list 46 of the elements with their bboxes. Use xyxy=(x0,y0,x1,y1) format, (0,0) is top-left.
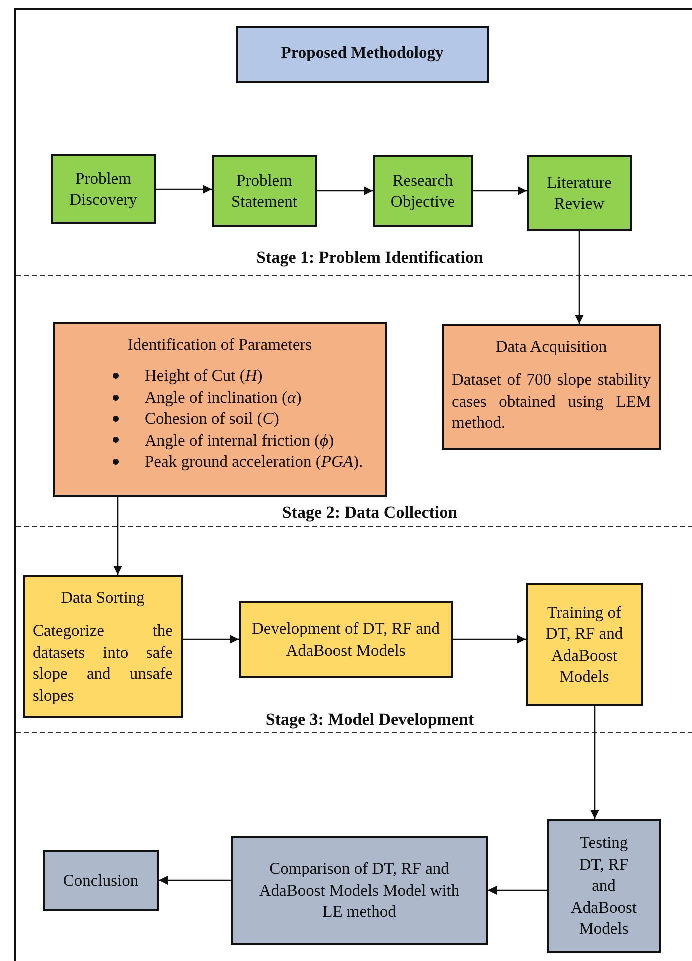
box-description: Dataset of 700 slope stability cases obtained using LEM method. xyxy=(452,369,651,434)
arrow xyxy=(575,231,584,324)
box-heading: Data Acquisition xyxy=(494,336,608,358)
box-heading: Data Sorting xyxy=(60,587,146,608)
box-description: Categorize the datasets into safe slope and unsafe slopes xyxy=(33,620,173,706)
box-text: Problem Statement xyxy=(230,170,298,212)
arrow xyxy=(590,706,600,819)
process-box xyxy=(212,155,317,227)
arrow xyxy=(183,635,239,644)
process-box xyxy=(527,155,632,231)
title-box xyxy=(236,26,489,83)
bullet-item: Height of Cut (H) xyxy=(145,365,263,387)
box-text: Literature Review xyxy=(546,172,614,214)
bullet-item: Angle of inclination (α) xyxy=(145,386,302,408)
process-box xyxy=(51,154,156,224)
arrow xyxy=(317,186,373,196)
bullet-item: Peak ground acceleration (PGA). xyxy=(145,451,364,473)
box-heading: Identification of Parameters xyxy=(126,334,314,356)
stage-label: Stage 1: Problem Identification xyxy=(256,248,484,268)
box-text: Training of DT, RF and AdaBoost Models xyxy=(544,602,624,688)
stage-label: Stage 3: Model Development xyxy=(266,710,474,730)
process-box xyxy=(53,322,387,497)
title-text: Proposed Methodology xyxy=(280,42,445,64)
box-text: Development of DT, RF and AdaBoost Models xyxy=(250,618,442,661)
process-box xyxy=(526,583,643,706)
process-box xyxy=(239,601,453,678)
box-text: Comparison of DT, RF and AdaBoost Models Model with LE method xyxy=(258,858,461,923)
arrow xyxy=(156,185,212,194)
bullet-item: Angle of internal friction (ϕ) xyxy=(145,430,334,452)
arrow xyxy=(114,497,122,575)
box-text: Problem Discovery xyxy=(68,168,138,210)
stage-label: Stage 2: Data Collection xyxy=(282,503,458,523)
arrow xyxy=(488,886,547,895)
process-box xyxy=(231,836,488,945)
arrow xyxy=(453,635,526,644)
box-text: Research Objective xyxy=(390,170,456,212)
bullet-item: Cohesion of soil (C) xyxy=(145,408,280,430)
arrow xyxy=(159,876,231,885)
arrow xyxy=(473,186,527,196)
process-box xyxy=(442,324,661,450)
process-box xyxy=(43,850,159,911)
process-box xyxy=(23,575,183,718)
box-text: Testing DT, RF and AdaBoost Models xyxy=(570,832,638,940)
process-box xyxy=(373,155,473,227)
process-box xyxy=(547,819,661,953)
box-text: Conclusion xyxy=(62,870,140,892)
